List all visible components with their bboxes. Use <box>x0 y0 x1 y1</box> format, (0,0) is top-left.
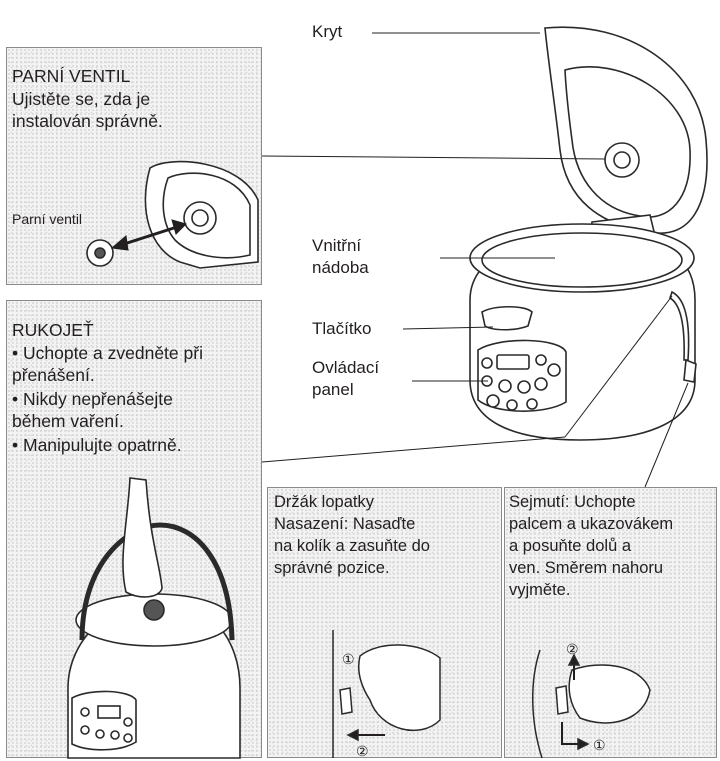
inner-pot-label: Vnitřní nádoba <box>312 236 369 277</box>
removal-text: Sejmutí: Uchopte palcem a ukazovákem a p… <box>509 493 674 599</box>
paddle-step-1: ① <box>342 651 355 667</box>
paddle-remove-illustration <box>531 649 651 759</box>
removal-step-1: ① <box>593 737 606 753</box>
handle-bullet-3: • Manipulujte opatrně. <box>12 435 182 455</box>
paddle-holder-text: Držák lopatky Nasazení: Nasaďte na kolík… <box>274 493 430 577</box>
handle-bullet-1: • Uchopte a zvedněte při přenášení. <box>12 343 203 385</box>
lid-release-button <box>481 305 533 331</box>
steam-valve-detail <box>86 160 259 269</box>
paddle-step-2: ② <box>356 743 369 759</box>
steam-valve-box <box>6 47 262 285</box>
lid-label: Kryt <box>312 22 343 41</box>
handle-bullet-2: • Nikdy nepřenášejte během vaření. <box>12 389 173 431</box>
button-label: Tlačítko <box>312 319 372 338</box>
hand <box>358 644 441 732</box>
hand <box>568 664 651 724</box>
removal-step-2: ② <box>566 641 579 657</box>
steam-valve-title: PARNÍ VENTIL <box>12 66 131 86</box>
steam-valve-text: Ujistěte se, zda je instalován správně. <box>12 89 163 131</box>
handle-title: RUKOJEŤ <box>12 320 94 340</box>
paddle-holder-part <box>683 358 697 383</box>
paddle-insert-illustration <box>332 630 441 758</box>
steam-valve-part-label: Parní ventil <box>12 211 83 227</box>
leader-lines <box>261 32 689 488</box>
handle-carry-illustration <box>67 477 241 759</box>
lid-shape <box>544 26 708 234</box>
rice-cooker-illustration <box>469 26 708 441</box>
control-panel-label: Ovládací panel <box>312 358 380 399</box>
hand <box>122 477 163 598</box>
double-arrow <box>110 219 187 251</box>
